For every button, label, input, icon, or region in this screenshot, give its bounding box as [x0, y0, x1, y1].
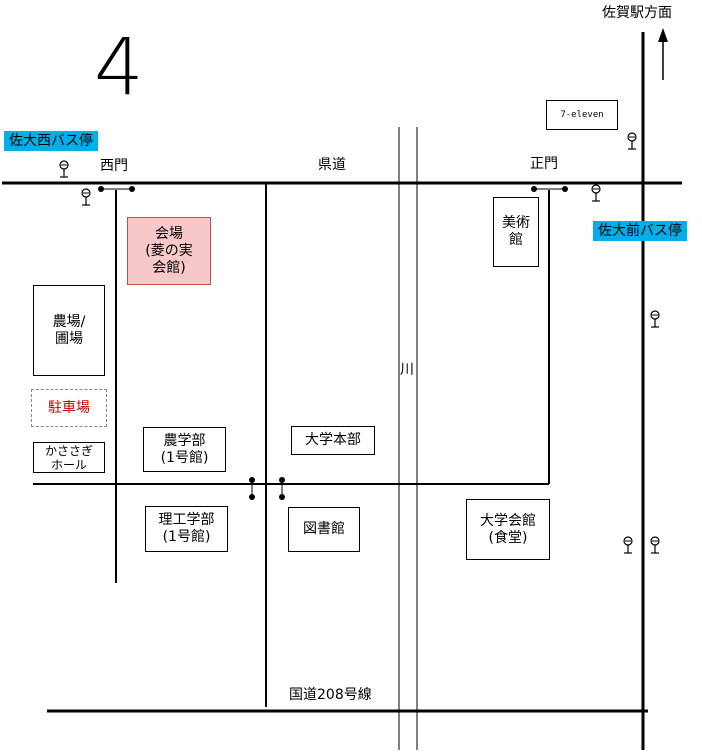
station-direction-label: 佐賀駅方面 [602, 5, 672, 21]
bus-stop-pin-icon [650, 310, 660, 328]
university-hall-building: 大学会館 (食堂) [466, 499, 550, 560]
bus-stop-pin-icon [627, 132, 637, 150]
crossing-gate-icon [249, 477, 285, 500]
west-bus-stop-label: 佐大西バス停 [4, 131, 98, 151]
bus-stop-pin-icon [59, 160, 69, 178]
prefectural-road-label: 県道 [318, 157, 346, 173]
library-building: 図書館 [288, 507, 360, 552]
national-route-label: 国道208号線 [289, 687, 372, 703]
kasasagi-hall-building: かささぎ ホール [33, 442, 105, 473]
front-bus-stop-label: 佐大前バス停 [593, 221, 687, 241]
north-mark: 4 [94, 23, 144, 113]
main-gate-icon [531, 186, 568, 192]
river-label: 川 [400, 362, 414, 378]
west-gate-label: 西門 [100, 158, 128, 174]
farm-field-area: 農場/ 圃場 [33, 285, 105, 376]
art-museum-building: 美術 館 [493, 197, 539, 267]
parking-area: 駐車場 [31, 389, 107, 427]
bus-stop-pin-icon [623, 536, 633, 554]
agriculture-faculty-building: 農学部 (1号館) [143, 427, 226, 472]
bus-stop-pin-icon [650, 536, 660, 554]
north-arrow-icon [658, 28, 668, 80]
west-gate-icon [98, 186, 135, 192]
university-headquarters-building: 大学本部 [291, 426, 375, 455]
seven-eleven-store: 7-eleven [546, 100, 618, 130]
bus-stop-pin-icon [81, 188, 91, 206]
science-engineering-building: 理工学部 (1号館) [145, 506, 228, 552]
bus-stop-pin-icon [591, 184, 601, 202]
venue-building: 会場 (菱の実 会館) [127, 217, 211, 285]
main-gate-label: 正門 [530, 156, 558, 172]
